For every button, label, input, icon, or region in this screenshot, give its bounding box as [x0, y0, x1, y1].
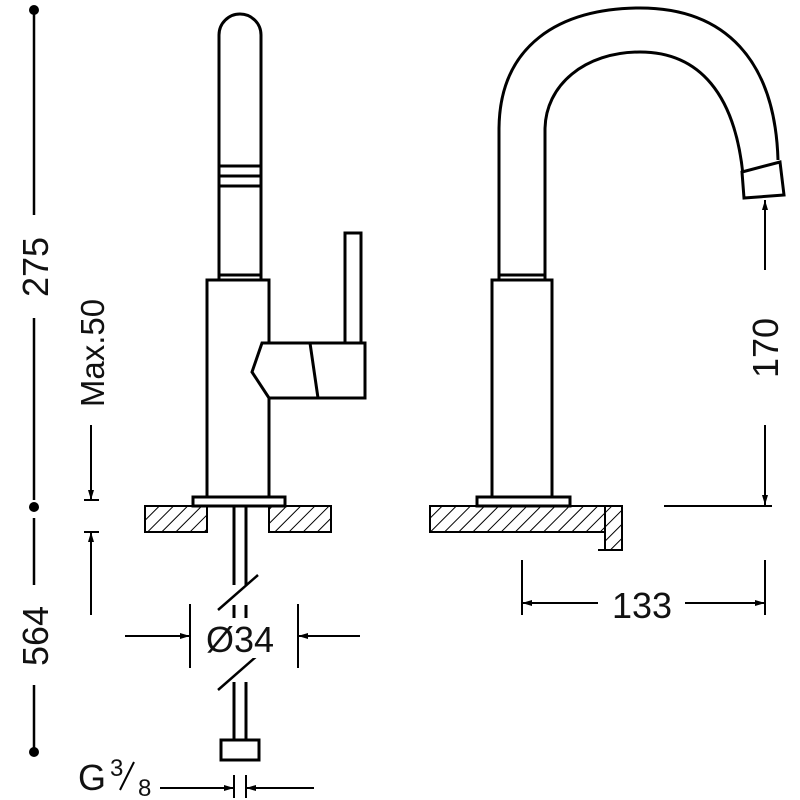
countertop-right — [429, 505, 623, 551]
front-base-flange — [191, 495, 287, 508]
side-spout-inner — [543, 50, 745, 280]
deck-thickness-arrows — [84, 425, 99, 615]
spout-height-dimension — [664, 200, 772, 507]
front-spout-tube — [217, 12, 263, 280]
dim-max-deck: Max.50 — [74, 299, 111, 407]
dim-spout-reach: 133 — [612, 585, 672, 626]
dim-hole-diameter: Ø34 — [206, 619, 274, 660]
front-body — [205, 278, 271, 500]
dim-thread-den: 8 — [138, 775, 151, 800]
dim-total-height: 275 — [15, 237, 56, 297]
dim-spout-height: 170 — [745, 318, 786, 378]
thread-fraction-slash — [119, 761, 135, 791]
side-aerator — [740, 160, 786, 200]
thread-dimension-arrows — [160, 775, 314, 798]
front-handle-cap — [250, 341, 367, 400]
pipe-break-marks — [217, 574, 259, 691]
side-base-flange — [475, 495, 572, 508]
hole-diameter-dimension — [125, 604, 360, 668]
spout-reach-dimension — [521, 560, 766, 615]
dim-below-deck: 564 — [15, 606, 56, 666]
dim-thread-prefix: G — [78, 757, 106, 798]
dimension-dots — [29, 5, 39, 757]
side-body — [490, 278, 554, 500]
faucet-front-view — [191, 12, 367, 508]
countertop-left — [144, 505, 332, 533]
front-lever — [343, 231, 363, 347]
side-spout-outer — [497, 6, 780, 280]
pipe-connector — [219, 738, 261, 762]
dim-thread-num: 3 — [110, 755, 123, 782]
faucet-side-view — [475, 6, 786, 508]
